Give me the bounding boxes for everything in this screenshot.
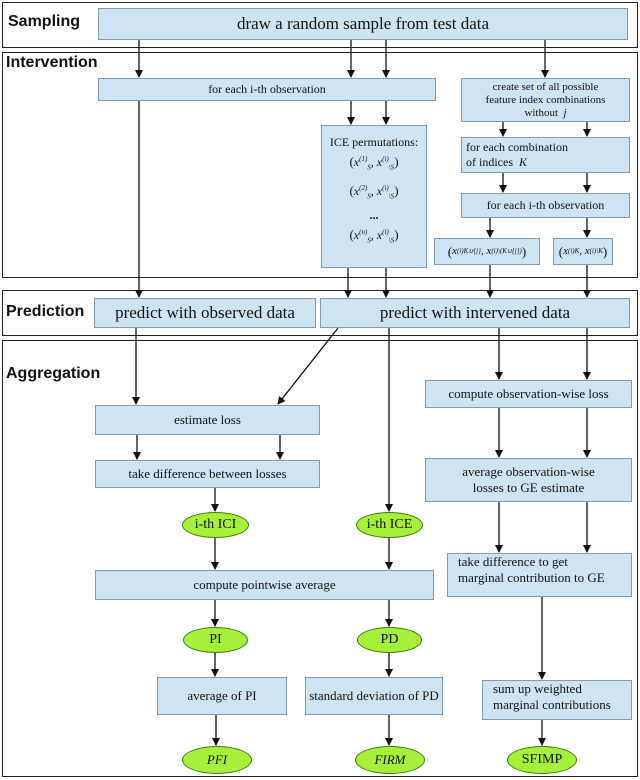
sum-up-weighted-box: sum up weighted marginal contributions xyxy=(482,680,632,720)
for-each-combination-line2: of indices K xyxy=(466,155,528,169)
take-difference-losses-box: take difference between losses xyxy=(95,460,320,488)
create-set-line3: without j xyxy=(524,106,567,119)
create-set-line1: create set of all possible xyxy=(492,80,599,93)
pfi-output: PFI xyxy=(182,746,252,774)
sum-up-line2: marginal contributions xyxy=(493,697,611,712)
sampling-title: Sampling xyxy=(8,13,81,30)
estimate-loss-box: estimate loss xyxy=(95,405,320,435)
create-combinations-box: create set of all possible feature index… xyxy=(461,78,630,122)
average-obs-wise-line2: losses to GE estimate xyxy=(472,480,585,495)
compute-observation-wise-loss-box: compute observation-wise loss xyxy=(425,380,632,408)
ici-output: i-th ICI xyxy=(182,512,249,538)
pi-output: PI xyxy=(183,627,248,653)
firm-output: FIRM xyxy=(355,746,425,774)
compute-pointwise-average-box: compute pointwise average xyxy=(95,570,434,600)
pd-output: PD xyxy=(357,627,422,653)
aggregation-title: Aggregation xyxy=(6,365,101,382)
sfimp-intervention-with-j-box: (x(i)K∪{j}, x(i)\(K∪{j})) xyxy=(434,238,540,265)
predict-intervened-box: predict with intervened data xyxy=(320,298,630,328)
take-diff-marginal-line2: marginal contribution to GE xyxy=(458,570,605,585)
arrow-intervened-to-estimate-loss xyxy=(277,327,339,405)
for-each-combination-line1: for each combination xyxy=(466,140,568,154)
ice-permutation-2: (x(2)S, x(i)\S) xyxy=(349,183,399,201)
for-each-combination-box: for each combination of indices K xyxy=(461,137,630,173)
average-observation-wise-box: average observation-wise losses to GE es… xyxy=(425,458,632,502)
ice-permutation-ellipsis: ... xyxy=(369,207,379,222)
sfimp-intervention-without-j-box: (x(i)K, x(i)\K) xyxy=(553,238,613,265)
average-of-pi-box: average of PI xyxy=(157,677,287,715)
ice-permutation-1: (x(1)S, x(i)\S) xyxy=(349,154,399,172)
intervention-title: Intervention xyxy=(6,54,98,71)
take-diff-marginal-line1: take difference to get xyxy=(458,554,568,569)
average-obs-wise-line1: average observation-wise xyxy=(462,464,595,479)
sum-up-line1: sum up weighted xyxy=(493,681,582,696)
ice-output: i-th ICE xyxy=(356,512,423,538)
create-set-line2: feature index combinations xyxy=(485,93,606,106)
ice-permutations-label: ICE permutations: xyxy=(329,135,419,149)
draw-sample-box: draw a random sample from test data xyxy=(98,8,628,40)
predict-observed-box: predict with observed data xyxy=(94,298,316,328)
for-each-observation-box: for each i-th observation xyxy=(98,78,436,101)
ice-permutation-n: (x(n)S, x(i)\S) xyxy=(349,226,399,245)
std-of-pd-box: standard deviation of PD xyxy=(305,677,443,715)
sfimp-output: SFIMP xyxy=(507,746,577,774)
ice-permutations-box: ICE permutations: (x(1)S, x(i)\S) (x(2)S… xyxy=(321,125,427,268)
for-each-observation-box-2: for each i-th observation xyxy=(461,193,630,218)
prediction-title: Prediction xyxy=(6,303,85,320)
take-difference-marginal-box: take difference to get marginal contribu… xyxy=(447,553,632,597)
